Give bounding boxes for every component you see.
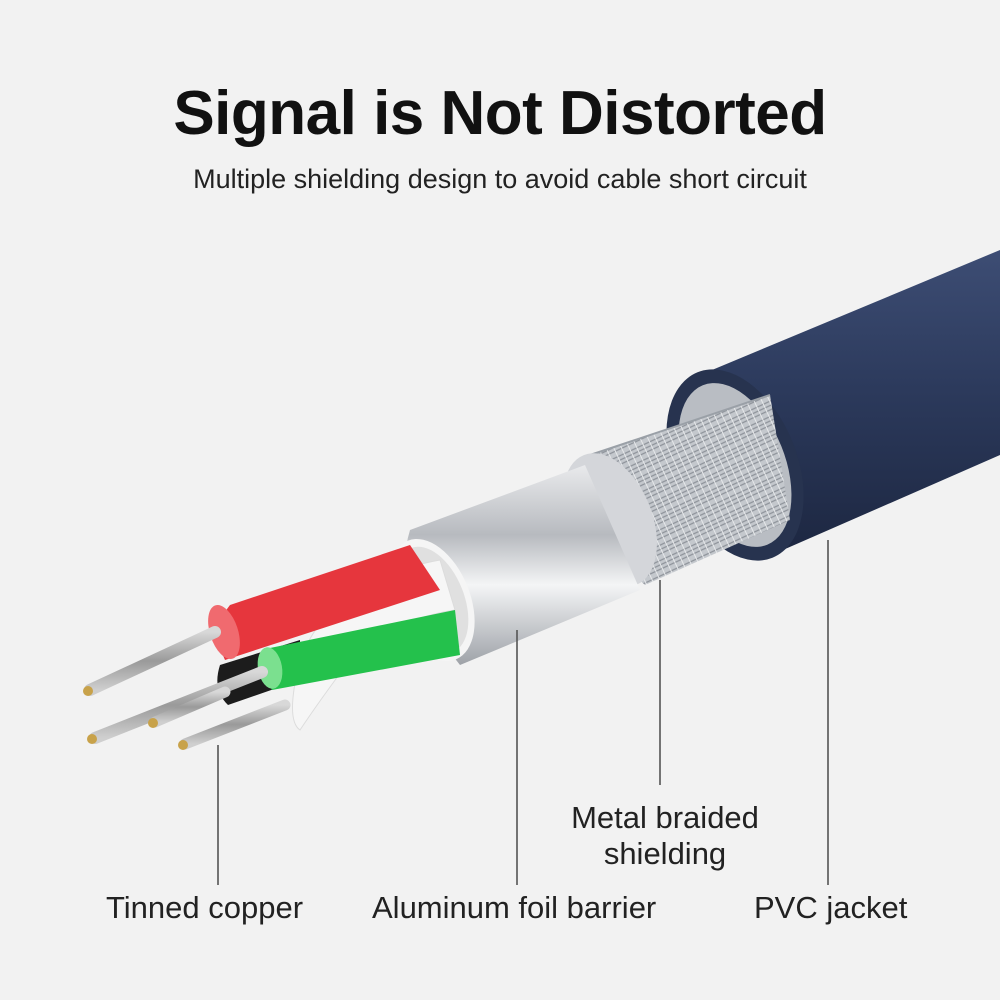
green-wire-shape [257, 610, 460, 690]
page-subtitle: Multiple shielding design to avoid cable… [193, 164, 807, 194]
leader-lines [217, 540, 829, 885]
label-pvc-jacket: PVC jacket [754, 890, 908, 925]
label-aluminum-foil-barrier: Aluminum foil barrier [372, 890, 657, 925]
red-wire-shape [208, 545, 440, 660]
label-metal-braided-shielding: Metal braided shielding [571, 800, 759, 871]
tinned-copper-strands [83, 626, 291, 750]
label-tinned-copper: Tinned copper [106, 890, 304, 925]
page-title: Signal is Not Distorted [173, 79, 827, 148]
